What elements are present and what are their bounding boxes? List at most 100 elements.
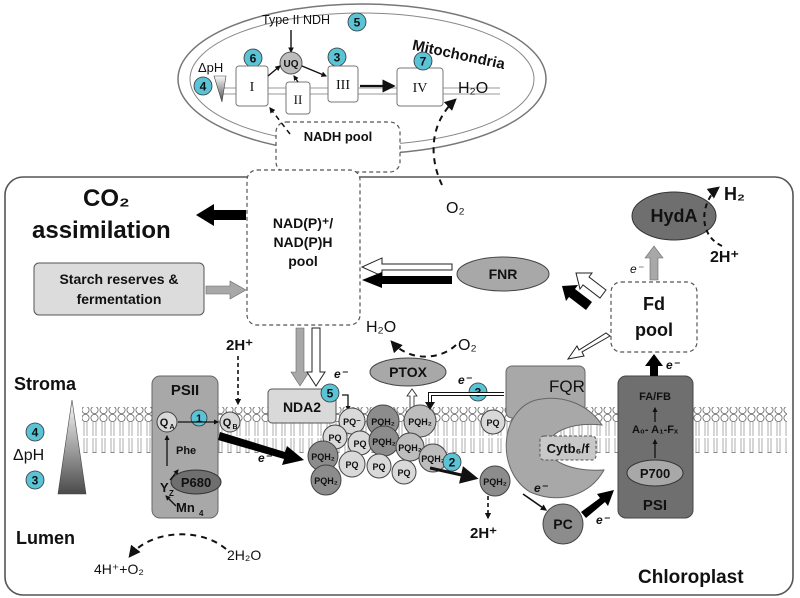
co2-assimilation-label: assimilation <box>32 217 171 244</box>
pc <box>542 503 584 545</box>
uq-node <box>279 51 303 75</box>
svg-text:PQ: PQ <box>353 439 366 449</box>
co2-label: CO₂ <box>83 185 130 212</box>
chloro-o2-left: O₂ <box>446 200 465 217</box>
hyda-2hplus: 2H⁺ <box>710 249 739 266</box>
arrow-to-co2 <box>196 204 246 226</box>
svg-text:A₀- A₁-Fₓ: A₀- A₁-Fₓ <box>632 424 679 436</box>
svg-text:IV: IV <box>413 81 428 96</box>
svg-text:PQH₂: PQH₂ <box>408 417 432 427</box>
arrow-fd-fnr-black <box>562 285 592 310</box>
arrow-pc-psi <box>581 490 614 518</box>
badge-3-chloro-left: 3 <box>25 470 45 490</box>
svg-text:e⁻: e⁻ <box>534 481 549 495</box>
svg-text:PSII: PSII <box>171 382 199 399</box>
svg-text:A: A <box>169 424 174 431</box>
svg-text:pool: pool <box>288 253 318 269</box>
svg-text:PQH₂: PQH₂ <box>421 454 445 464</box>
svg-text:Q: Q <box>160 417 169 429</box>
svg-text:5: 5 <box>354 16 361 30</box>
psii-2hplus: 2H⁺ <box>226 337 253 354</box>
svg-text:7: 7 <box>420 55 427 69</box>
cytb6f <box>505 397 605 499</box>
chloroplast-title: Chloroplast <box>638 567 744 588</box>
svg-text:PQH₂: PQH₂ <box>398 443 422 453</box>
arrow-fd-hyda <box>644 245 664 281</box>
svg-text:PQ: PQ <box>397 468 410 478</box>
svg-text:PQH₂: PQH₂ <box>314 476 338 486</box>
pq-pool: PQ⁻ PQH₂ PQH₂ PQ PQ PQH₂ PQH₂ PQH₂ PQ PQ… <box>307 404 448 496</box>
arrow-fnr-pool-black <box>362 272 452 288</box>
complex-I <box>235 65 269 107</box>
phe: Phe <box>176 445 196 457</box>
type2-ndh-label: Type II NDH <box>262 13 330 27</box>
svg-text:e⁻: e⁻ <box>258 451 273 465</box>
ptox-h2o: H₂O <box>366 319 396 336</box>
svg-text:P680: P680 <box>181 475 211 490</box>
water-reactant: 2H₂O <box>227 547 261 563</box>
cyt-2hplus: 2H⁺ <box>470 525 497 542</box>
svg-text:B: B <box>232 424 237 431</box>
mn4: Mn <box>176 500 195 515</box>
svg-text:e⁻: e⁻ <box>458 373 473 387</box>
svg-text:NADH pool: NADH pool <box>304 129 373 144</box>
svg-text:pool: pool <box>635 320 673 340</box>
arrow-psii-pq <box>218 432 304 465</box>
water-products: 4H⁺+O₂ <box>94 561 144 577</box>
svg-text:HydA: HydA <box>650 206 697 226</box>
nda2 <box>267 388 337 424</box>
arrow-pool-nda2-white <box>306 327 326 387</box>
svg-text:P700: P700 <box>640 466 670 481</box>
badge-2: 2 <box>442 452 462 472</box>
svg-text:PQH₂: PQH₂ <box>371 417 395 427</box>
fd-pool <box>610 281 698 353</box>
svg-text:FQR: FQR <box>549 377 585 396</box>
svg-text:PQ: PQ <box>486 418 499 428</box>
stroma-label: Stroma <box>14 374 77 394</box>
svg-text:II: II <box>294 92 303 107</box>
cyt-pqh2 <box>479 465 511 497</box>
arrow-fd-fqr <box>566 332 611 360</box>
svg-text:fermentation: fermentation <box>77 291 162 307</box>
svg-text:3: 3 <box>32 474 39 488</box>
cytb6f-label-box <box>539 435 597 461</box>
ptox-o2: O₂ <box>458 337 477 354</box>
mito-dph-label: ΔpH <box>198 60 223 75</box>
arrow-psi-fd <box>645 354 663 376</box>
svg-text:III: III <box>336 78 350 93</box>
hyda <box>631 191 717 241</box>
svg-text:FNR: FNR <box>489 266 518 282</box>
svg-text:FA/FB: FA/FB <box>639 391 671 403</box>
arrow-fnr-pool-white <box>360 257 453 277</box>
p680 <box>170 469 222 495</box>
svg-text:NAD(P)⁺/: NAD(P)⁺/ <box>273 215 333 231</box>
badge-5-mito: 5 <box>347 12 367 32</box>
svg-text:3: 3 <box>334 51 341 65</box>
svg-text:4: 4 <box>32 426 39 440</box>
badge-6: 6 <box>243 48 263 68</box>
svg-text:PQ: PQ <box>328 433 341 443</box>
cyt-pq <box>480 409 506 435</box>
svg-text:6: 6 <box>250 52 257 66</box>
chloro-dph-wedge <box>57 399 87 495</box>
fnr <box>456 256 550 292</box>
arrow-fd-fnr-white <box>575 272 607 299</box>
svg-text:2: 2 <box>449 456 456 470</box>
badge-1: 1 <box>190 409 208 427</box>
svg-text:NDA2: NDA2 <box>283 399 321 415</box>
badge-3-mito: 3 <box>327 47 347 67</box>
h2-label: H₂ <box>724 184 745 204</box>
svg-text:e⁻: e⁻ <box>334 367 349 381</box>
p700 <box>626 459 684 487</box>
svg-text:PQ⁻: PQ⁻ <box>343 417 361 427</box>
arrow-pool-nda2-gray <box>290 327 310 387</box>
svg-text:PQ: PQ <box>372 462 385 472</box>
complex-III <box>327 65 359 103</box>
qb <box>219 411 241 433</box>
badge-4-chloro: 4 <box>25 422 45 442</box>
lumen-label: Lumen <box>16 528 75 548</box>
svg-text:e⁻: e⁻ <box>666 358 681 372</box>
svg-text:Z: Z <box>169 489 174 498</box>
svg-text:PQH₂: PQH₂ <box>483 477 507 487</box>
svg-text:PQH₂: PQH₂ <box>311 452 335 462</box>
